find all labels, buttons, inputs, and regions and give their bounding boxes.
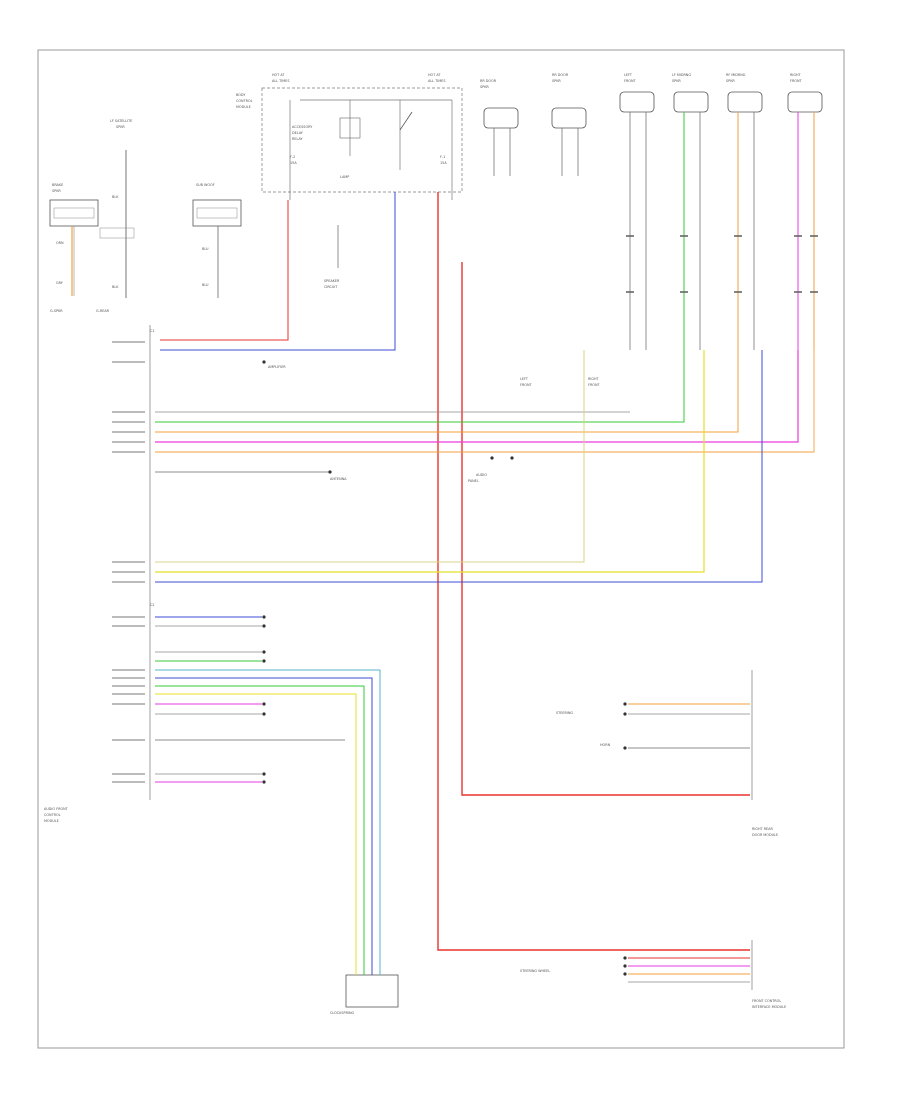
svg-text:MODULE: MODULE: [44, 819, 59, 823]
svg-text:BLU: BLU: [202, 247, 209, 251]
svg-text:HOT AT: HOT AT: [428, 73, 441, 77]
splice-dots: [262, 360, 627, 976]
svg-text:MODULE: MODULE: [236, 105, 251, 109]
svg-text:C2: C2: [150, 603, 155, 607]
svg-text:RELAY: RELAY: [292, 137, 304, 141]
svg-text:RIGHT: RIGHT: [790, 73, 802, 77]
svg-text:FRONT: FRONT: [520, 383, 533, 387]
front-door-connector-5: RF MIDRNG SPKR: [726, 73, 763, 350]
rear-speaker-area: LF SATELLITE SPKR BLK BLK G-REAR: [96, 119, 135, 313]
svg-text:15A: 15A: [440, 161, 447, 165]
svg-text:AUDIO FRONT: AUDIO FRONT: [44, 807, 69, 811]
svg-text:F-2: F-2: [290, 155, 295, 159]
svg-text:AMPLIFIER: AMPLIFIER: [268, 365, 286, 369]
wire-yellow-low: [155, 693, 357, 940]
svg-text:C1: C1: [150, 329, 155, 333]
svg-text:15A: 15A: [290, 161, 297, 165]
svg-text:CONTROL: CONTROL: [236, 99, 253, 103]
wire-cyan: [155, 669, 381, 940]
radio-connector: C1 C2 AUDIO FRONT CONTROL MODULE: [44, 325, 155, 823]
wire-blue: [155, 350, 763, 583]
svg-text:DOOR MODULE: DOOR MODULE: [752, 833, 778, 837]
bottom-connector: CLOCKSPRING: [330, 940, 399, 1015]
annotation-blocks: LEFT FRONT RIGHT FRONT AUDIO PANEL AMPLI…: [268, 365, 611, 973]
svg-text:GRY: GRY: [56, 281, 64, 285]
svg-text:ALL TIMES: ALL TIMES: [272, 79, 289, 83]
front-door-connector-3: LEFT FRONT: [619, 73, 655, 350]
svg-text:RF MIDRNG: RF MIDRNG: [726, 73, 746, 77]
svg-text:ANTENNA: ANTENNA: [330, 477, 347, 481]
front-door-connector-4: LF MIDRNG SPKR: [672, 73, 709, 350]
svg-text:BODY: BODY: [236, 93, 246, 97]
svg-text:PANEL: PANEL: [468, 479, 479, 483]
svg-text:HOT AT: HOT AT: [272, 73, 285, 77]
wire-green: [155, 350, 685, 423]
svg-text:CIRCUIT: CIRCUIT: [324, 285, 338, 289]
front-door-connector-1: RR DOOR SPKR: [480, 79, 519, 176]
svg-text:F-1: F-1: [440, 155, 445, 159]
svg-text:LEFT: LEFT: [624, 73, 633, 77]
svg-text:STEERING: STEERING: [556, 711, 573, 715]
svg-text:STEERING WHEEL: STEERING WHEEL: [520, 969, 550, 973]
wire-olive-light: [155, 350, 585, 563]
svg-text:BLK: BLK: [112, 285, 119, 289]
svg-text:SPKR: SPKR: [480, 85, 489, 89]
svg-text:FRONT: FRONT: [624, 79, 637, 83]
svg-text:SUB WOOF: SUB WOOF: [196, 183, 215, 187]
amplifier-connector: SUB WOOF BLU BLU: [192, 183, 242, 298]
pin-label-stubs: [112, 341, 145, 783]
wire-magenta: [155, 350, 799, 443]
wire-red-main: [437, 192, 750, 951]
svg-text:SPKR: SPKR: [726, 79, 735, 83]
svg-text:FRONT: FRONT: [790, 79, 803, 83]
rear-door-module-2: FRONT CONTROL INTERFACE MODULE: [628, 940, 786, 1009]
svg-text:SPKR: SPKR: [552, 79, 561, 83]
svg-text:G-REAR: G-REAR: [96, 309, 110, 313]
svg-text:SPEAKER: SPEAKER: [324, 279, 340, 283]
svg-text:BRAKE: BRAKE: [52, 183, 63, 187]
left-speaker: BRAKE SPKR ORN GRY G-SPKR: [49, 183, 99, 313]
svg-text:CLOCKSPRING: CLOCKSPRING: [330, 1011, 354, 1015]
front-door-connector-6: RIGHT FRONT: [787, 73, 823, 350]
svg-text:ALL TIMES: ALL TIMES: [428, 79, 445, 83]
svg-text:SPKR: SPKR: [116, 125, 125, 129]
svg-text:ORN: ORN: [56, 241, 64, 245]
svg-text:LAMP: LAMP: [340, 175, 349, 179]
svg-text:DELAY: DELAY: [292, 131, 304, 135]
svg-text:FRONT CONTROL: FRONT CONTROL: [752, 999, 781, 1003]
svg-text:CONTROL: CONTROL: [44, 813, 61, 817]
diagram-border: [37, 49, 845, 1049]
svg-text:FRONT: FRONT: [588, 383, 601, 387]
wire-yellow: [155, 350, 705, 573]
svg-text:LF MIDRNG: LF MIDRNG: [672, 73, 691, 77]
svg-text:BLK: BLK: [112, 195, 119, 199]
svg-text:SPKR: SPKR: [52, 189, 61, 193]
rear-door-module-1: RIGHT REAR DOOR MODULE: [628, 670, 778, 837]
wire-green-low: [155, 685, 365, 940]
svg-text:INTERFACE MODULE: INTERFACE MODULE: [752, 1005, 786, 1009]
wire-orange-2: [155, 350, 815, 453]
wire-orange: [155, 350, 739, 433]
svg-text:RR DOOR: RR DOOR: [552, 73, 569, 77]
svg-text:LEFT: LEFT: [520, 377, 529, 381]
wire-red-power: [160, 200, 289, 341]
svg-text:BLU: BLU: [202, 283, 209, 287]
fuse-relay-box: HOT AT ALL TIMES HOT AT ALL TIMES BODY C…: [236, 73, 463, 200]
wire-blue-top: [160, 192, 396, 351]
svg-text:ACCESSORY: ACCESSORY: [292, 125, 313, 129]
svg-text:RIGHT: RIGHT: [588, 377, 600, 381]
svg-text:LF SATELLITE: LF SATELLITE: [110, 119, 132, 123]
svg-text:RIGHT REAR: RIGHT REAR: [752, 827, 773, 831]
wire-blue-low: [155, 677, 373, 940]
svg-text:AUDIO: AUDIO: [476, 473, 487, 477]
front-door-connector-2: RR DOOR SPKR: [551, 73, 587, 176]
svg-text:HORN: HORN: [600, 743, 611, 747]
wire-red-rear: [461, 262, 750, 796]
harness-connector-ticks: [626, 235, 818, 293]
svg-text:SPKR: SPKR: [672, 79, 681, 83]
svg-text:RR DOOR: RR DOOR: [480, 79, 497, 83]
svg-text:G-SPKR: G-SPKR: [50, 309, 63, 313]
